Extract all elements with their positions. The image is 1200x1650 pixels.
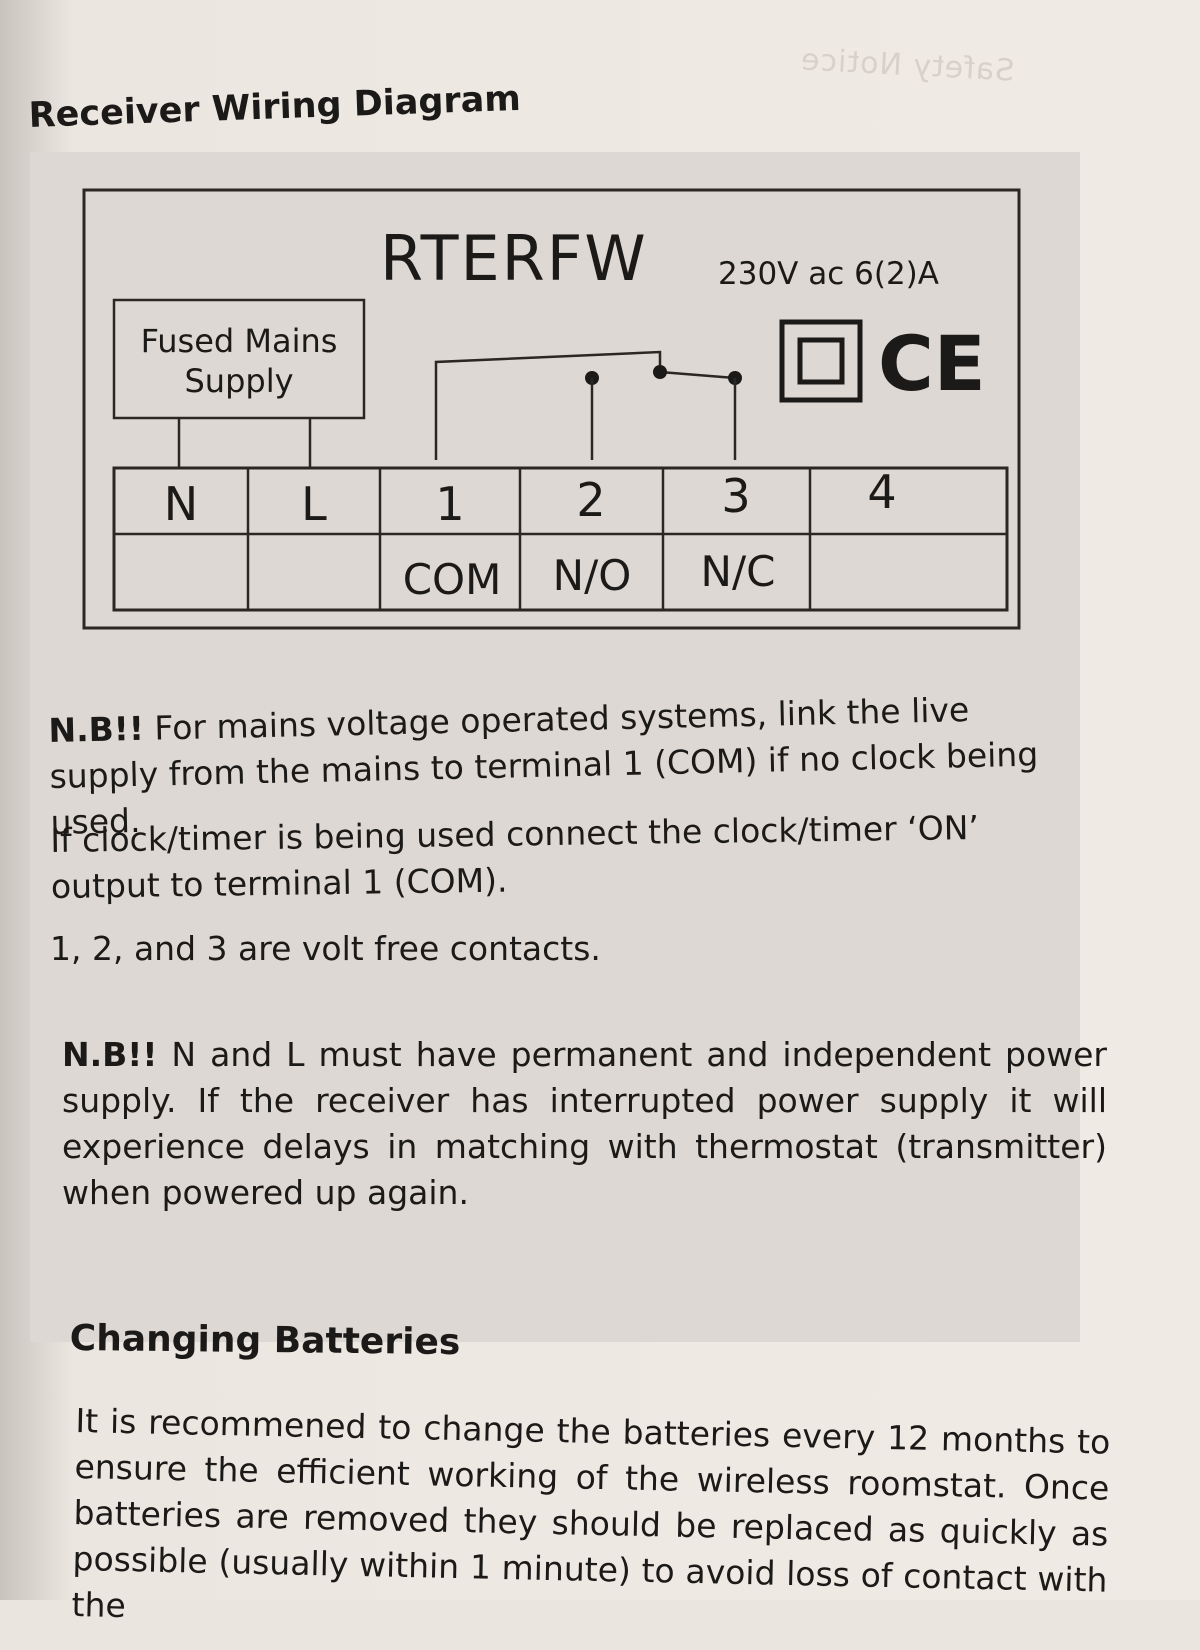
fused-supply-line2: Supply: [184, 362, 293, 400]
batteries-text: It is recommened to change the batteries…: [71, 1400, 1111, 1626]
terminal-3-number: 3: [721, 469, 750, 523]
terminal-4-number: 4: [867, 465, 896, 519]
relay-link-wire: [434, 350, 662, 460]
double-insulation-icon: [779, 319, 863, 403]
batteries-heading: Changing Batteries: [69, 1318, 461, 1364]
page-heading: Receiver Wiring Diagram: [28, 78, 522, 136]
wiring-diagram: RTERFW 230V ac 6(2)A Fused Mains Supply …: [82, 188, 1021, 630]
grey-panel: [30, 152, 1080, 1342]
terminal-l-number: L: [301, 477, 327, 531]
nb-prefix: N.B!!: [62, 1035, 158, 1074]
fused-supply-line1: Fused Mains: [141, 322, 338, 360]
rating-text: 230V ac 6(2)A: [718, 256, 939, 292]
mirrored-bleed-text: Safety Notice: [799, 42, 1016, 89]
terminal-n-number: N: [164, 477, 198, 531]
terminal-2-label: N/O: [553, 551, 632, 600]
relay-arm: [659, 370, 736, 380]
diagram-frame: [82, 188, 1021, 630]
terminal-2-number: 2: [576, 473, 605, 527]
terminal-3-label: N/C: [701, 547, 776, 596]
terminal-1-label: COM: [403, 555, 502, 604]
clock-timer-note: If clock/timer is being used connect the…: [50, 808, 980, 906]
model-name: RTERFW: [380, 222, 648, 295]
volt-free-note: 1, 2, and 3 are volt free contacts.: [50, 929, 601, 968]
terminal-1-number: 1: [435, 477, 464, 531]
relay-pivot-dot: [653, 365, 667, 379]
terminal-block: [112, 466, 1009, 612]
fused-supply-box: [112, 298, 366, 420]
ce-mark-icon: CE: [878, 319, 986, 408]
nb-note-2-text: N and L must have permanent and independ…: [62, 1035, 1107, 1212]
nb-prefix: N.B!!: [48, 708, 145, 750]
nb-note-2: N.B!! N and L must have permanent and in…: [62, 1032, 1107, 1216]
